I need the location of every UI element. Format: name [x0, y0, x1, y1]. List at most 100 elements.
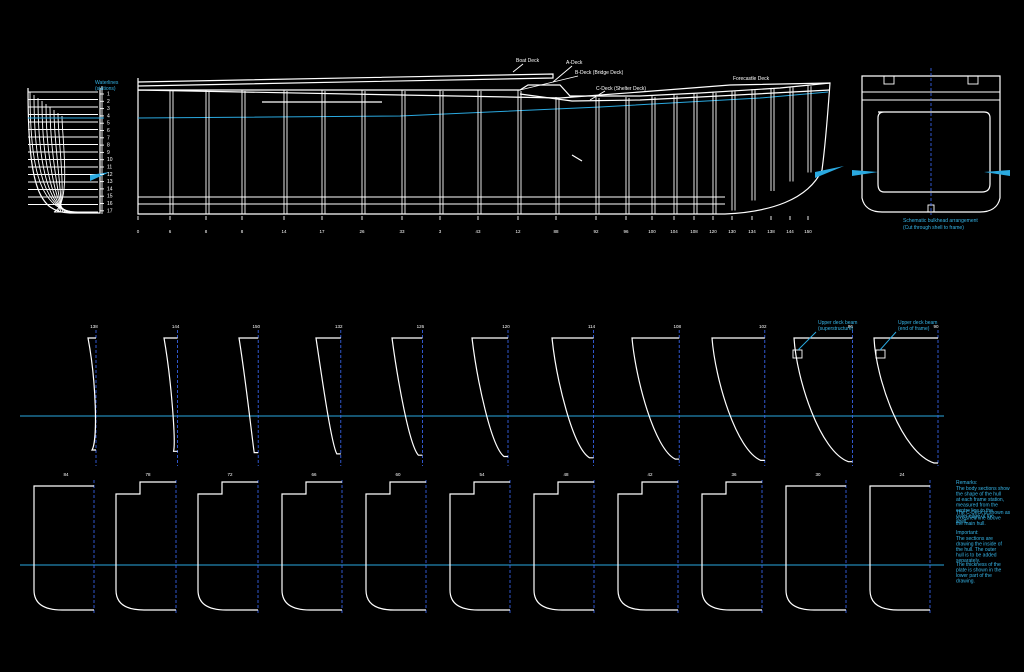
body-plan-outline — [27, 87, 101, 214]
profile-frame-number: 12 — [515, 229, 521, 234]
profile-frames — [169, 85, 812, 214]
forward-section-curve — [793, 337, 853, 463]
midship-section: Schematic bulkhead arrangement (Cut thro… — [852, 68, 1010, 231]
aft-section-number: 72 — [227, 472, 233, 477]
body-plan-waterline-marker — [90, 172, 110, 181]
body-plan-scale-number: 4 — [107, 113, 110, 119]
callout-b-line2: (end of frame) — [898, 326, 930, 332]
profile-frame-number: 8 — [205, 229, 208, 234]
forward-section-curve — [315, 337, 341, 455]
profile-frame-number: 96 — [623, 229, 629, 234]
body-plan-scale-number: 1 — [107, 92, 110, 98]
aft-section-number: 48 — [563, 472, 569, 477]
aft-section-curve — [701, 481, 762, 611]
profile-frame-number: 108 — [690, 229, 698, 234]
aft-section-number: 30 — [815, 472, 821, 477]
aft-section-curve — [197, 481, 258, 611]
midship-waterline-marker-left — [852, 170, 878, 176]
midship-note-line2: (Cut through shell to frame) — [903, 225, 964, 231]
aft-section-curve — [365, 481, 426, 611]
profile-frame-number: 8 — [241, 229, 244, 234]
body-plan-scale-number: 17 — [107, 208, 113, 214]
row1-callouts: Upper deck beam (superstructure) Upper d… — [792, 320, 937, 359]
forward-section-number: 132 — [335, 324, 343, 329]
profile-frame-number: 88 — [553, 229, 559, 234]
boat-deck-leader — [512, 63, 524, 73]
forward-section-number: 138 — [90, 324, 98, 329]
profile-frame-number: 134 — [748, 229, 756, 234]
aft-section-number: 42 — [647, 472, 653, 477]
profile-frame-number: 14 — [281, 229, 287, 234]
forecastle-deck-label: Forecastle Deck — [733, 76, 770, 82]
profile-frame-number: 0 — [137, 229, 140, 234]
a-deck-leader — [552, 65, 573, 83]
forward-section-number: 90 — [933, 324, 939, 329]
a-deck-label: A-Deck — [566, 60, 583, 66]
profile-frame-number: 120 — [709, 229, 717, 234]
forward-section-curve — [163, 337, 178, 452]
callout-a-leader — [797, 331, 817, 351]
forward-section-number: 102 — [759, 324, 767, 329]
forward-section-number: 150 — [252, 324, 260, 329]
midship-inner-box — [877, 111, 991, 193]
profile-frame-number: 92 — [593, 229, 599, 234]
body-plan-station-curve — [49, 106, 83, 213]
aft-section-number: 78 — [145, 472, 151, 477]
c-deck-label: C-Deck (Shelter Deck) — [596, 86, 646, 92]
profile-frame-number: 100 — [648, 229, 656, 234]
forward-section-number: 126 — [417, 324, 425, 329]
profile-frame-number: 17 — [319, 229, 325, 234]
body-plan-scale-number: 5 — [107, 121, 110, 127]
c-deck-leader — [589, 90, 606, 101]
body-plan: Waterlines (stations) 123456789101112131… — [27, 80, 119, 214]
profile-frame-number: 3 — [439, 229, 442, 234]
body-plan-scale-number: 10 — [107, 157, 113, 163]
body-plan-scale-number: 15 — [107, 194, 113, 200]
body-plan-station-curve — [53, 115, 74, 213]
callout-a-box — [792, 349, 803, 359]
profile-waterline — [137, 91, 829, 119]
aft-section-number: 36 — [731, 472, 737, 477]
aft-section-curve — [785, 485, 846, 611]
aft-section-number: 24 — [899, 472, 905, 477]
aft-section-number: 54 — [479, 472, 485, 477]
body-plan-scale-number: 14 — [107, 186, 113, 192]
profile-frame-number: 26 — [359, 229, 365, 234]
profile-frame-number: 130 — [728, 229, 736, 234]
body-plan-curves — [27, 86, 110, 214]
forward-section-curve — [711, 337, 765, 461]
deck-stroke-mark — [571, 154, 583, 162]
boat-deck-label: Boat Deck — [516, 58, 540, 64]
b-deck-label: B-Deck (Bridge Deck) — [575, 70, 624, 76]
body-plan-scale-number: 6 — [107, 128, 110, 134]
aft-section-number: 84 — [63, 472, 69, 477]
aft-section-curve — [33, 485, 94, 611]
callout-b-line1: Upper deck beam — [898, 320, 937, 326]
b-deck-leader — [519, 75, 579, 91]
profile-frame-number: 138 — [767, 229, 775, 234]
boat-deck-line — [137, 73, 554, 87]
a-deck-line — [138, 82, 831, 97]
forward-section-number: 120 — [502, 324, 510, 329]
callout-a-line1: Upper deck beam — [818, 320, 857, 326]
midship-waterline-marker-right — [984, 170, 1010, 176]
forward-section-curve — [551, 337, 594, 459]
profile-hull-outline — [137, 78, 831, 215]
body-plan-scale-number: 2 — [107, 99, 110, 105]
forward-section-curve — [87, 337, 97, 451]
aft-section-curve — [869, 485, 930, 611]
notes-heading-2: Important: — [956, 530, 979, 536]
body-plan-scale-number: 7 — [107, 135, 110, 141]
aft-section-number: 60 — [395, 472, 401, 477]
body-plan-scale-number: 11 — [107, 165, 112, 171]
